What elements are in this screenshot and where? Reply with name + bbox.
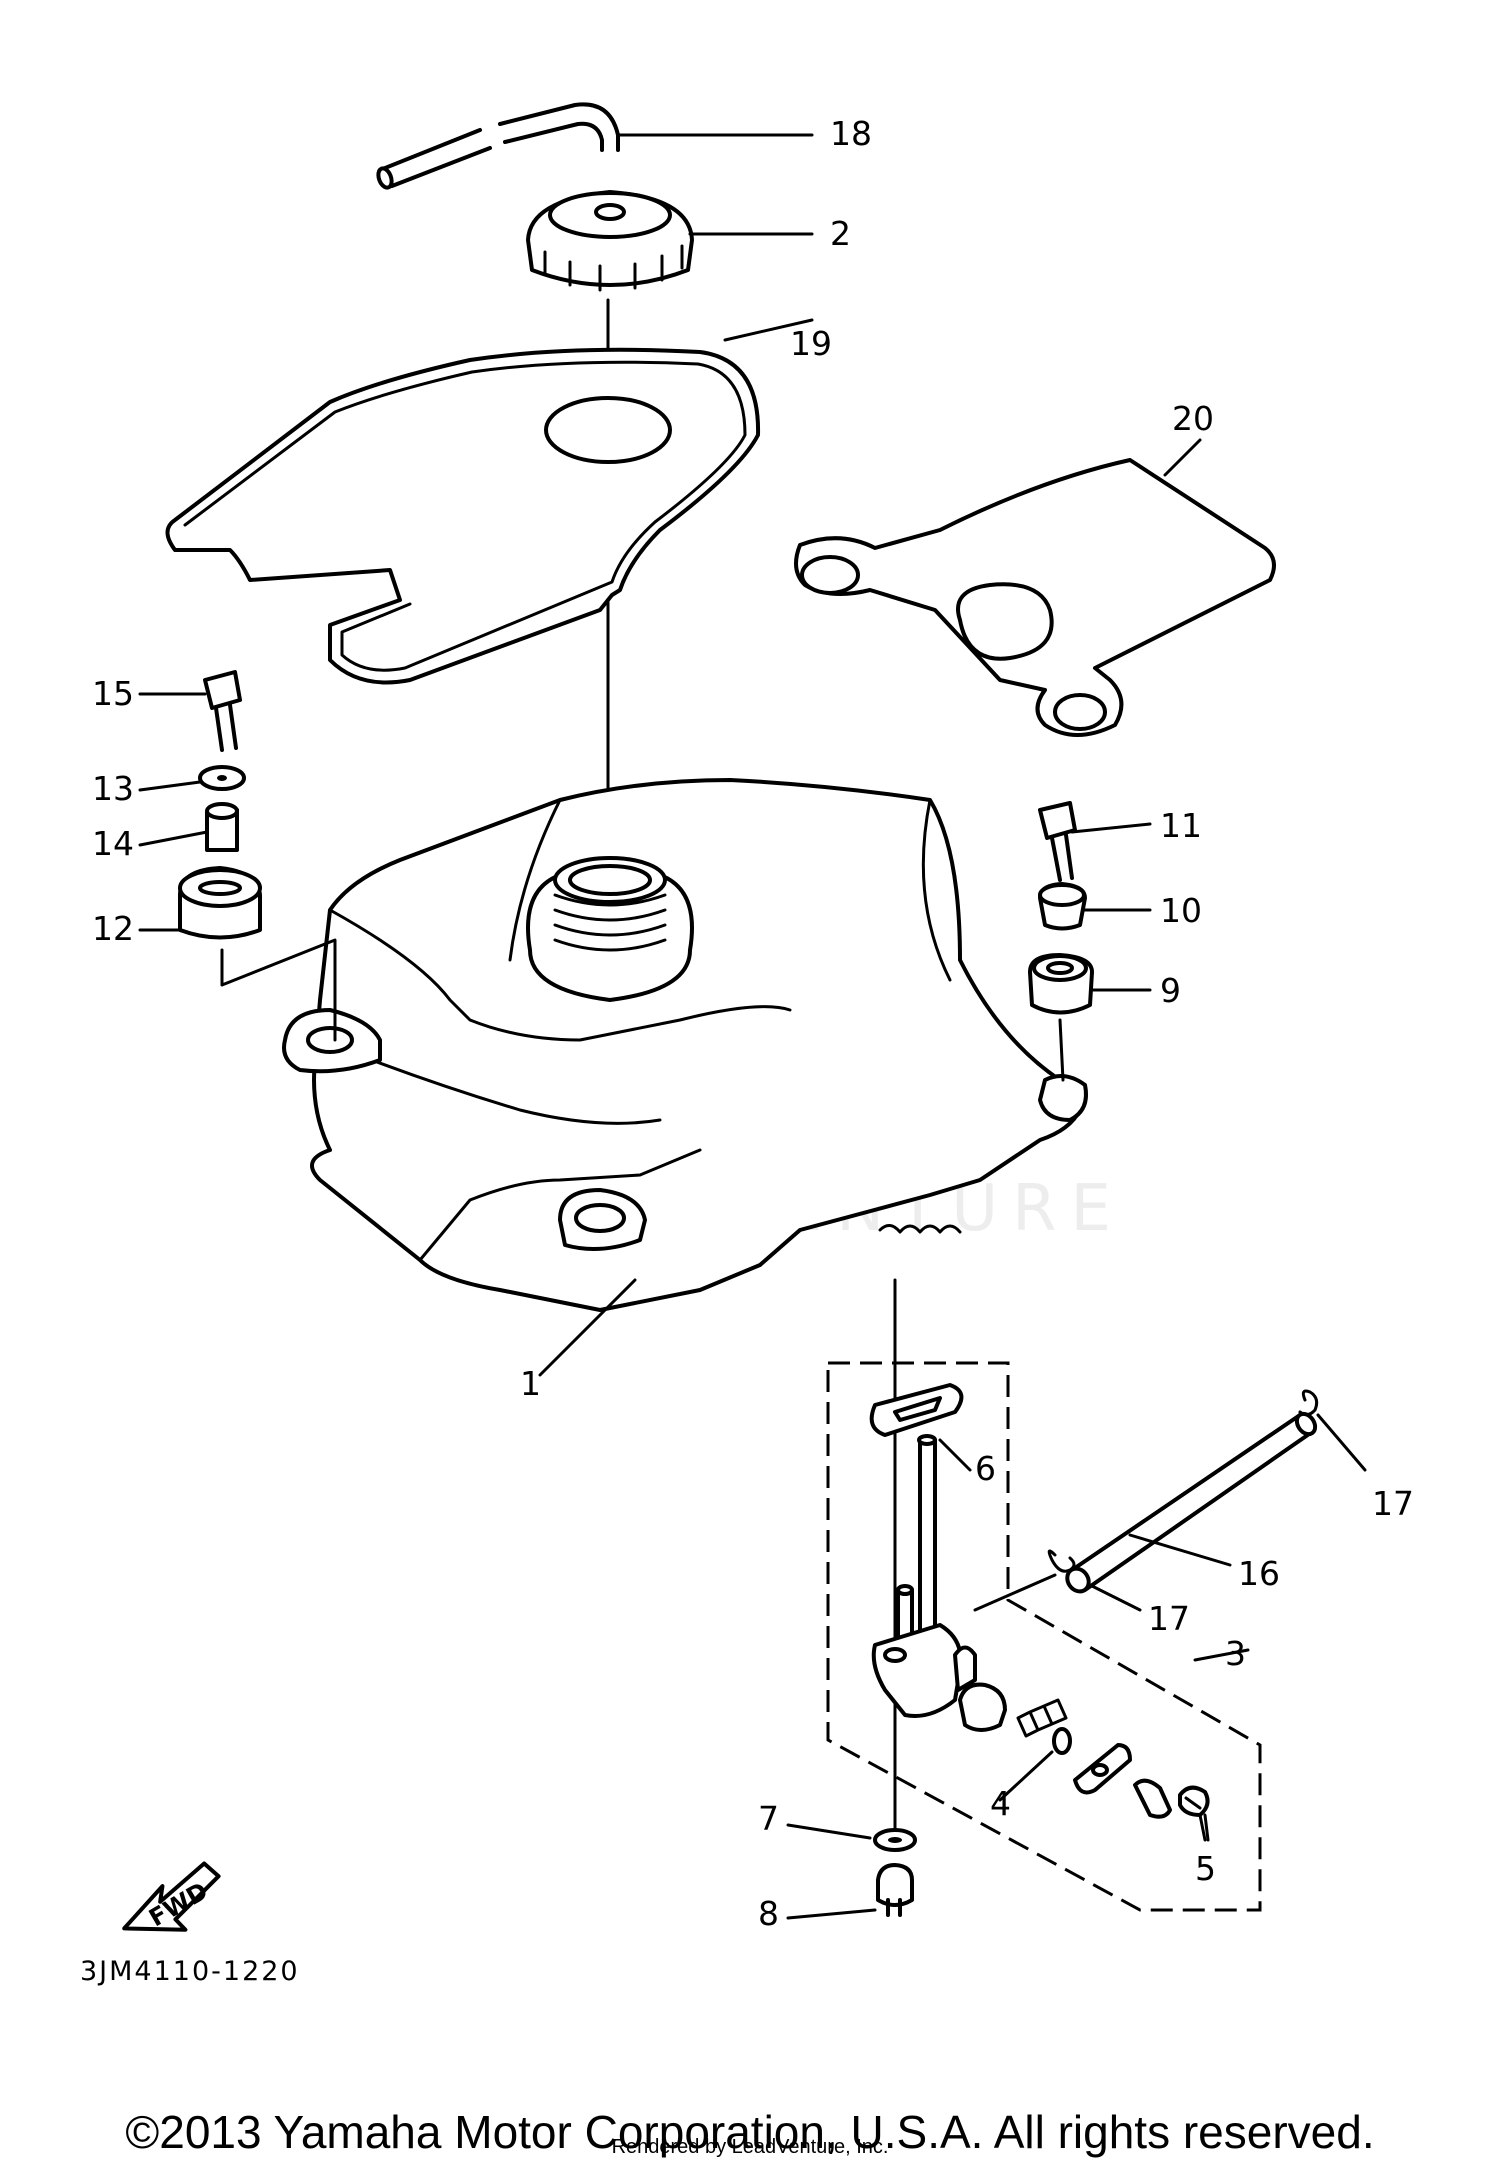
callout-9: 9 xyxy=(1160,971,1181,1010)
callout-17: 17 xyxy=(1372,1484,1414,1523)
fuel-tank xyxy=(282,778,1088,1377)
copyright: ©2013 Yamaha Motor Corporation, U.S.A. A… xyxy=(125,2106,1375,2158)
callout-10: 10 xyxy=(1160,891,1202,930)
tank-plate xyxy=(794,438,1276,737)
tank-pad xyxy=(165,318,814,685)
callout-15: 15 xyxy=(92,674,134,713)
callout-1: 1 xyxy=(520,1364,541,1403)
callout-13: 13 xyxy=(92,769,134,808)
callout-5: 5 xyxy=(1195,1849,1216,1888)
callout-12: 12 xyxy=(92,909,134,948)
vent-hose xyxy=(376,102,814,190)
callout-6: 6 xyxy=(975,1449,996,1488)
fwd-arrow: FWD xyxy=(122,1861,221,1932)
callout-16: 16 xyxy=(1238,1554,1280,1593)
callout-7: 7 xyxy=(758,1799,779,1838)
callout-2: 2 xyxy=(830,214,851,253)
callout-8: 8 xyxy=(758,1894,779,1933)
fuel-cap xyxy=(526,190,814,292)
callout-11: 11 xyxy=(1160,806,1202,845)
callout-14: 14 xyxy=(92,824,134,863)
callout-17: 17 xyxy=(1148,1599,1190,1638)
left-mount-hardware xyxy=(138,670,337,1042)
fuel-cock-assembly xyxy=(786,1278,1367,1920)
callout-18: 18 xyxy=(830,114,872,153)
callout-19: 19 xyxy=(790,324,832,363)
rendered-by: Rendered by LeadVenture, Inc. xyxy=(611,2136,889,2158)
right-mount-hardware xyxy=(1028,801,1152,1082)
callout-3: 3 xyxy=(1225,1634,1246,1673)
diagram-code: 3JM4110-1220 xyxy=(80,1956,300,1987)
callout-4: 4 xyxy=(990,1784,1011,1823)
callout-20: 20 xyxy=(1172,399,1214,438)
